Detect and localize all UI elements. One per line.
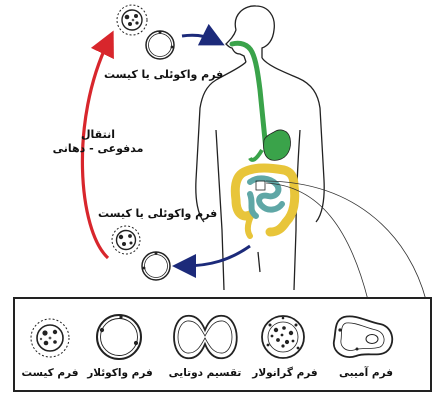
cyst-form-icon [30, 318, 70, 358]
amoeboid-form-caption: فرم آمیبی [338, 367, 394, 379]
human-body-outline [195, 5, 325, 291]
cyst-icon-top [116, 4, 148, 36]
excretion-arrow [172, 244, 251, 278]
amoeboid-form-icon [332, 315, 394, 358]
vacuolar-icon-bottom [141, 251, 171, 281]
transmission-label: انتقال مدفوعی - دهانی [52, 128, 144, 156]
binary-fission-caption: تقسیم دوتایی [168, 367, 242, 379]
ingestion-arrow [181, 23, 225, 46]
granular-form-icon [261, 315, 305, 359]
vacuolar-form-icon [96, 314, 142, 360]
stomach [263, 129, 291, 161]
pointer-lines [265, 180, 427, 301]
vacuolar-form-caption: فرم واکوئلار [87, 367, 153, 379]
intestine-marker [255, 180, 266, 191]
cyst-icon-bottom [111, 225, 141, 255]
esophagus [229, 40, 269, 153]
vacuolar-icon-top [145, 30, 175, 60]
top-stage-label: فرم واکوئلی یا کیست [104, 68, 224, 81]
binary-fission-icon [173, 314, 238, 360]
granular-form-caption: فرم گرانولار [252, 367, 318, 379]
cycle-arrow [80, 30, 114, 260]
transmission-label-line1: انتقال [81, 128, 115, 141]
bottom-stage-label: فرم واکوئلی یا کیست [98, 207, 218, 220]
cyst-form-caption: فرم کیست [21, 367, 79, 379]
small-intestine [247, 175, 285, 219]
transmission-label-line2: مدفوعی - دهانی [52, 142, 144, 155]
large-intestine [230, 163, 300, 237]
